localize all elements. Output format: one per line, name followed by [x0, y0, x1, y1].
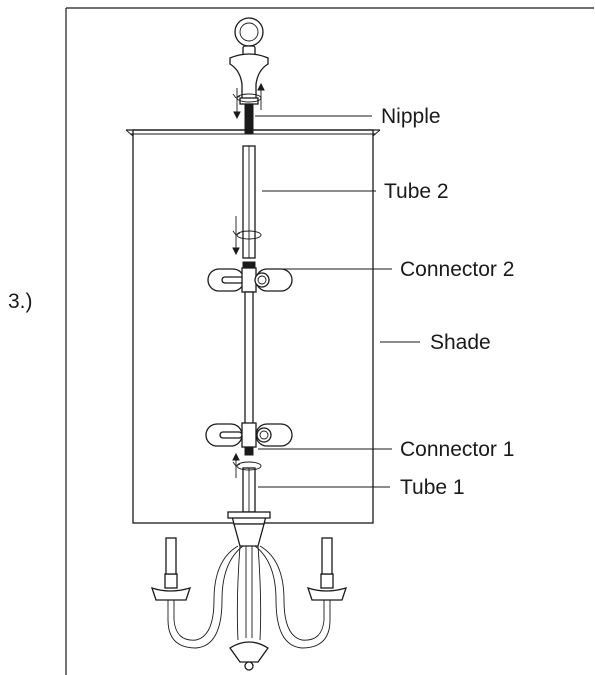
label-shade: Shade: [430, 331, 491, 354]
hanging-loop: [229, 17, 269, 105]
center-tube: [244, 291, 254, 425]
connector-1: [205, 422, 293, 456]
tube-1: [242, 467, 256, 513]
leader-lines: [255, 115, 420, 488]
connector-2: [207, 261, 293, 293]
label-tube-2: Tube 2: [384, 180, 449, 203]
candelabra-base: [150, 511, 348, 671]
page-border: [65, 7, 594, 675]
tube-2: [242, 145, 256, 259]
label-tube-1: Tube 1: [400, 476, 465, 499]
step-number: 3.): [8, 290, 33, 313]
rotate-clockwise-icon: [232, 82, 265, 120]
nipple: [244, 103, 254, 135]
label-connector-2: Connector 2: [400, 258, 514, 281]
label-connector-1: Connector 1: [400, 438, 514, 461]
rotate-clockwise-icon: [232, 216, 262, 256]
label-nipple: Nipple: [381, 105, 441, 128]
rotate-clockwise-icon: [232, 452, 262, 478]
